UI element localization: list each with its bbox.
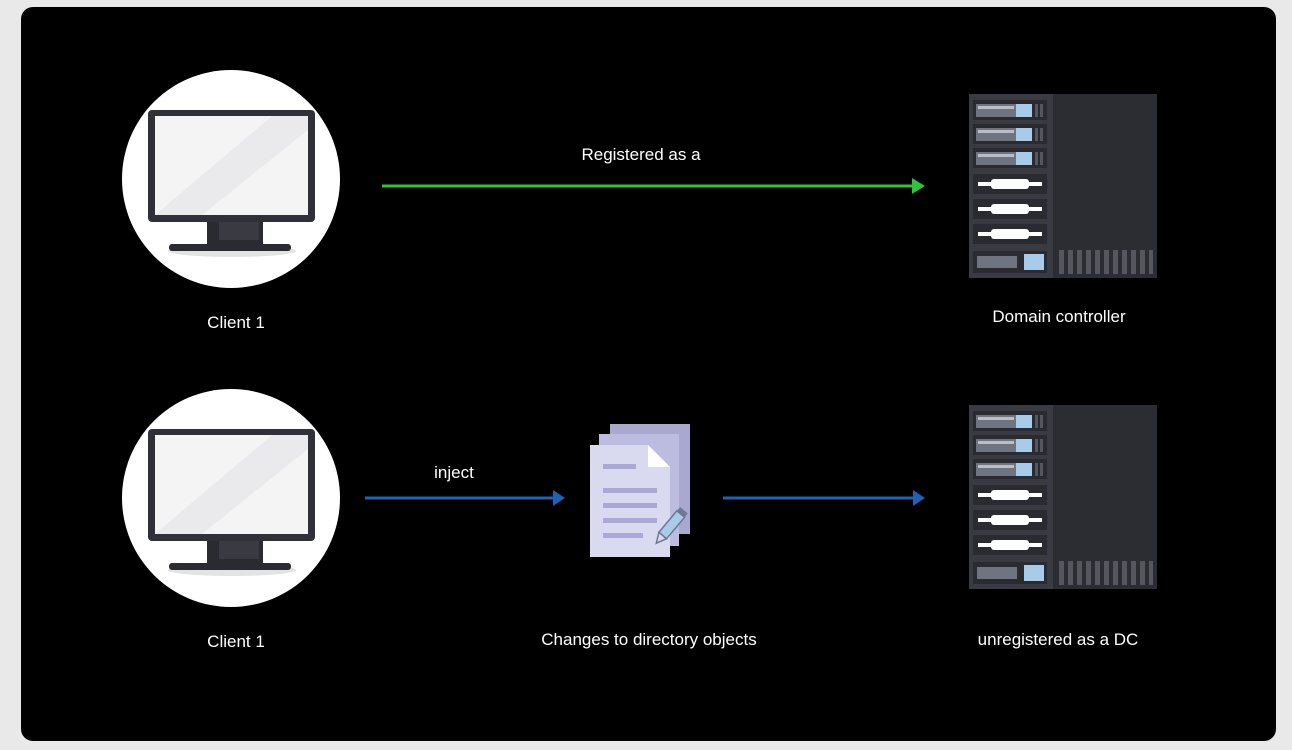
changes-arrow: [723, 490, 925, 506]
documents-edit-icon: [590, 424, 690, 557]
server-label-row2: unregistered as a DC: [977, 630, 1139, 649]
inject-arrow-label: inject: [434, 463, 474, 482]
server-label-row1: Domain controller: [992, 307, 1126, 326]
client-label-row2: Client 1: [207, 632, 265, 651]
client-monitor-icon-row1: [122, 70, 340, 288]
registered-arrow: [382, 178, 925, 194]
inject-arrow: [365, 490, 565, 506]
client-label-row1: Client 1: [207, 313, 265, 332]
registered-arrow-label: Registered as a: [581, 145, 701, 164]
document-label: Changes to directory objects: [541, 630, 757, 649]
server-rack-icon-row1: [969, 94, 1157, 278]
server-rack-icon-row2: [969, 405, 1157, 589]
client-monitor-icon-row2: [122, 389, 340, 607]
